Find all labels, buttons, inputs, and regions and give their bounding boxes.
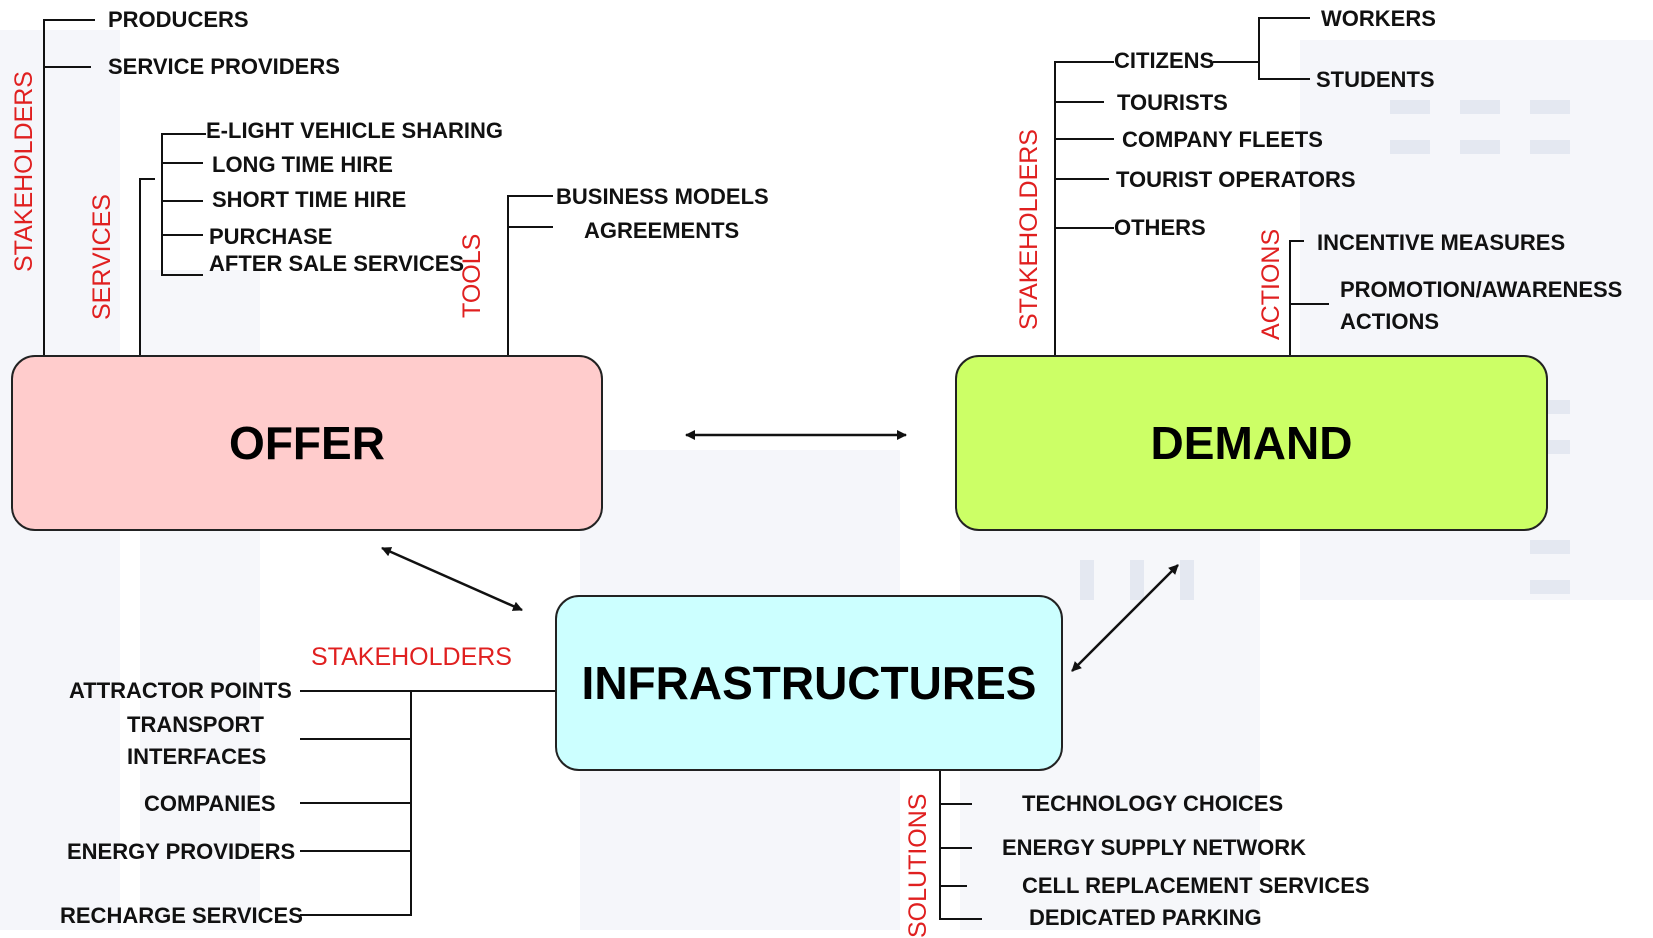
demand-stakeholder-item: COMPANY FLEETS: [1122, 127, 1323, 152]
infrastructures-stakeholder-item: ATTRACTOR POINTS: [69, 678, 292, 703]
infrastructures-solution-item: ENERGY SUPPLY NETWORK: [1002, 835, 1306, 860]
infrastructures-stakeholder-item: RECHARGE SERVICES: [60, 903, 303, 928]
demand-stakeholder-item: TOURISTS: [1117, 90, 1228, 115]
offer-title: OFFER: [229, 417, 385, 469]
infrastructures-stakeholders-label: STAKEHOLDERS: [311, 643, 512, 671]
offer-infrastructures-arrow: [381, 546, 523, 612]
offer-service-item: AFTER SALE SERVICES: [209, 251, 465, 276]
demand-stakeholder-item: OTHERS: [1114, 215, 1206, 240]
demand-action-item: PROMOTION/AWARENESS: [1340, 277, 1623, 302]
infrastructures-solution-item: TECHNOLOGY CHOICES: [1022, 791, 1284, 816]
offer-tool-item: BUSINESS MODELS: [556, 184, 769, 209]
offer-service-item: PURCHASE: [209, 224, 333, 249]
offer-service-item: LONG TIME HIRE: [212, 152, 393, 177]
demand-citizens-subitem: WORKERS: [1321, 6, 1436, 31]
demand-action-item: INCENTIVE MEASURES: [1317, 230, 1566, 255]
infrastructures-box: INFRASTRUCTURES: [555, 595, 1063, 771]
demand-title: DEMAND: [1150, 417, 1353, 469]
offer-service-item: SHORT TIME HIRE: [212, 187, 407, 212]
infrastructures-stakeholder-item: TRANSPORT: [127, 712, 264, 737]
infrastructures-stakeholder-item: INTERFACES: [127, 744, 267, 769]
infrastructures-stakeholder-item: ENERGY PROVIDERS: [67, 839, 296, 864]
offer-service-item: E-LIGHT VEHICLE SHARING: [206, 118, 504, 143]
demand-infrastructures-arrow: [1071, 564, 1179, 672]
demand-action-item: ACTIONS: [1340, 309, 1439, 334]
infrastructures-solution-item: CELL REPLACEMENT SERVICES: [1022, 873, 1370, 898]
offer-stakeholder-item: PRODUCERS: [108, 7, 249, 32]
infrastructures-title: INFRASTRUCTURES: [581, 657, 1037, 709]
offer-stakeholder-item: SERVICE PROVIDERS: [108, 54, 340, 79]
infrastructures-solution-item: DEDICATED PARKING: [1029, 905, 1262, 930]
demand-box: DEMAND: [955, 355, 1548, 531]
infrastructures-stakeholder-item: COMPANIES: [144, 791, 276, 816]
offer-box: OFFER: [11, 355, 603, 531]
demand-stakeholder-item: TOURIST OPERATORS: [1116, 167, 1356, 192]
demand-stakeholder-item: CITIZENS: [1114, 48, 1215, 73]
offer-tool-item: AGREEMENTS: [584, 218, 740, 243]
demand-citizens-subitem: STUDENTS: [1316, 67, 1435, 92]
